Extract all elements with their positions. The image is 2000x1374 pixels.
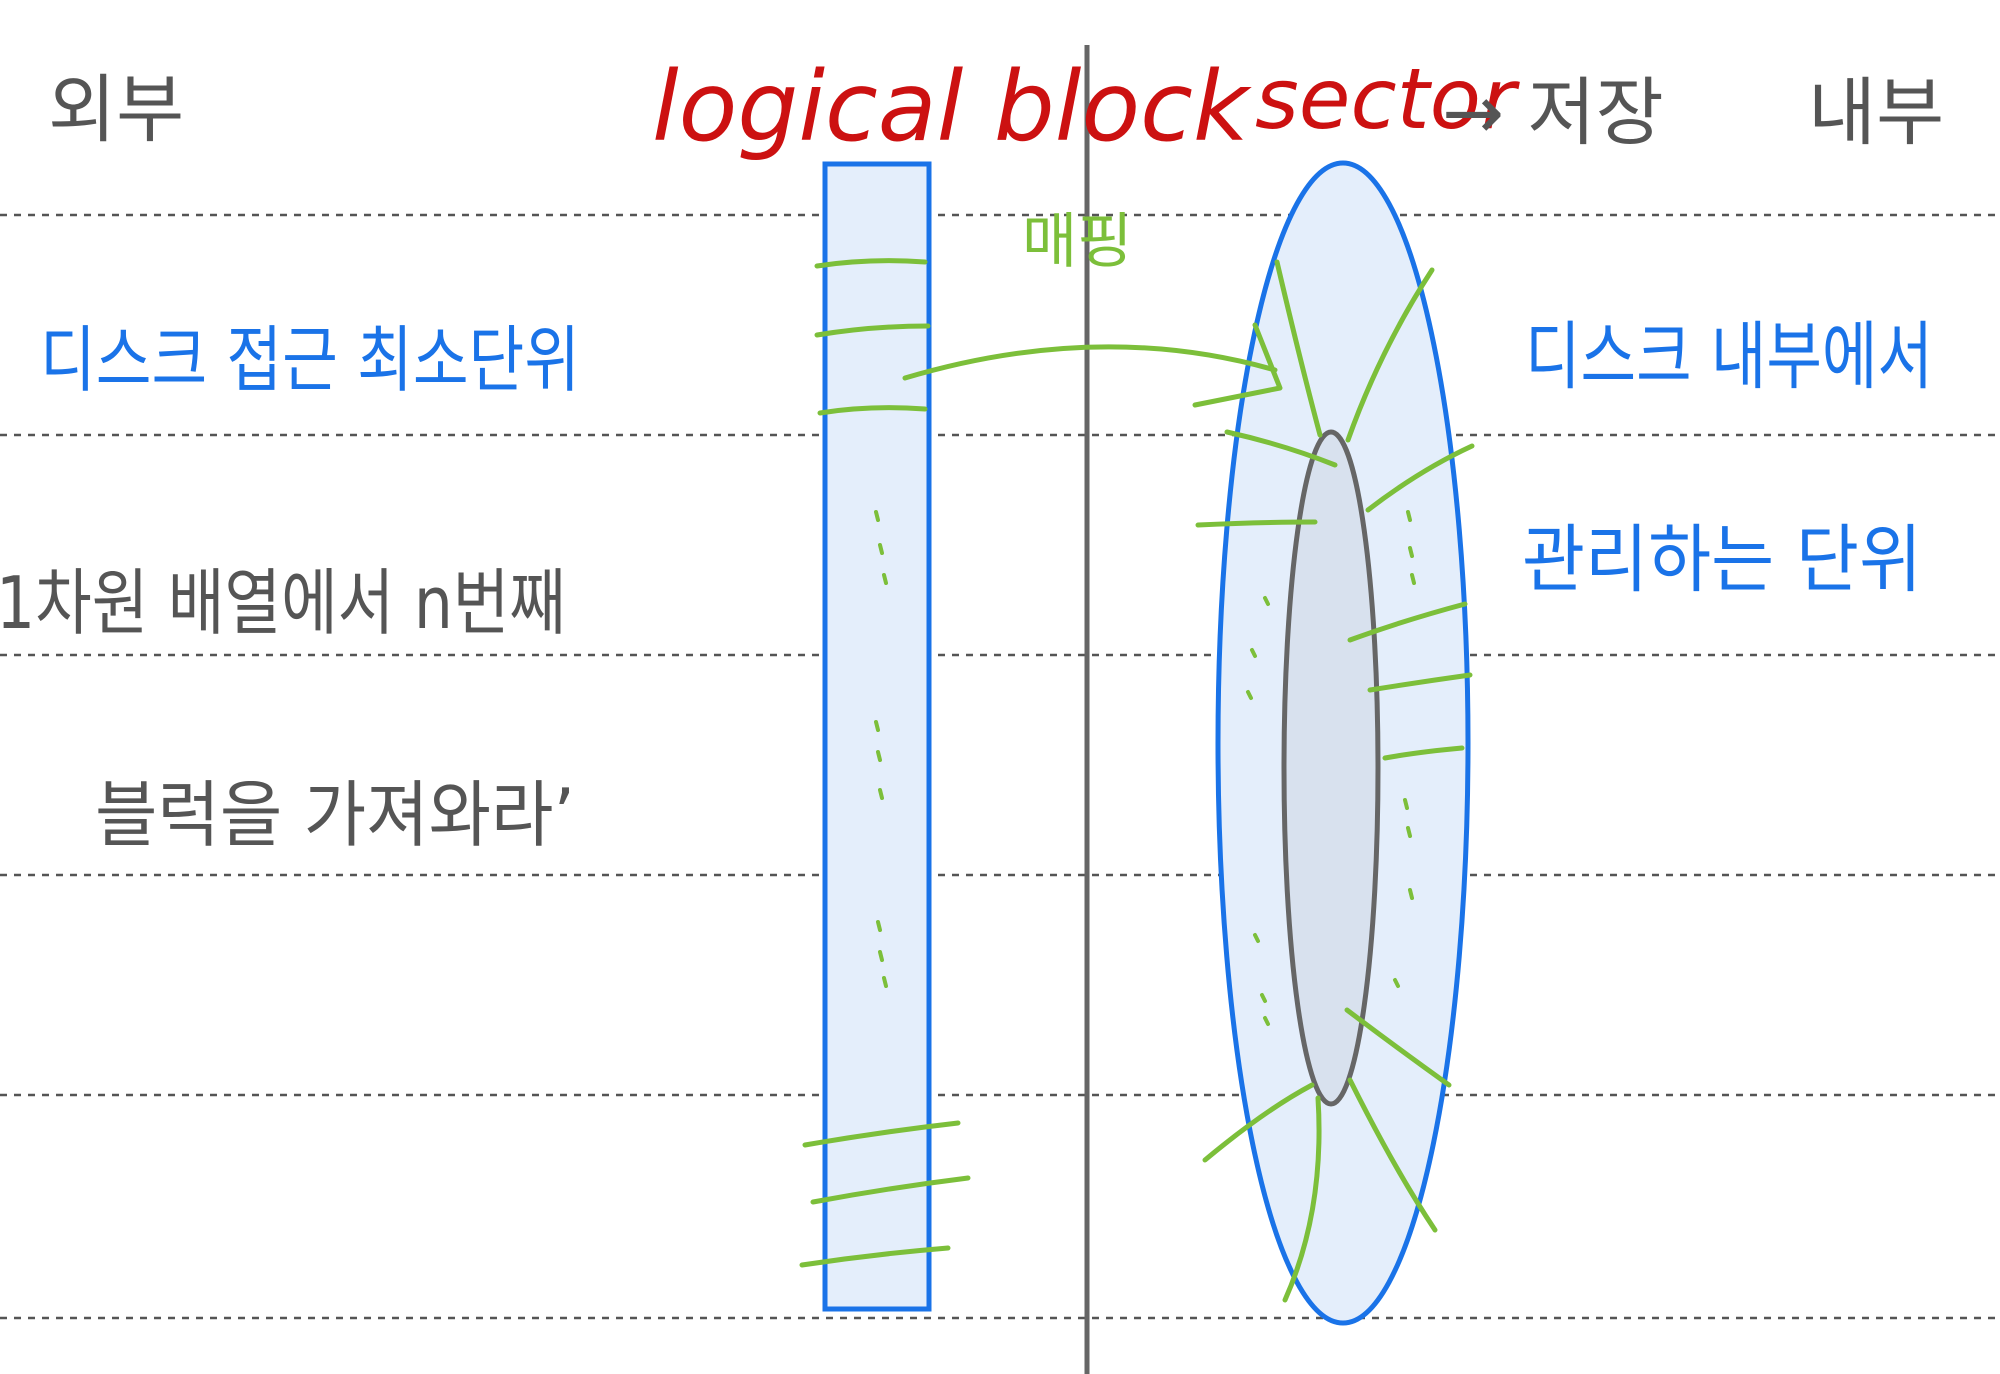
ruled-lines	[0, 213, 2000, 1320]
sector-inner-ellipse	[1281, 429, 1381, 1107]
label-gray-line1: 1차원 배열에서 n번째	[0, 561, 566, 645]
block-ellipsis	[874, 510, 888, 988]
sector-stroke	[1347, 1077, 1438, 1233]
sector-strokes	[1195, 259, 1475, 1303]
sector-stroke	[1224, 429, 1338, 468]
sector-stroke	[1274, 259, 1323, 438]
sector-stroke	[1382, 745, 1465, 761]
logical-block-bar	[822, 161, 932, 1312]
sector-stroke	[1367, 672, 1473, 693]
label-inside: 내부	[1808, 70, 1944, 156]
sector-stroke	[1365, 443, 1475, 513]
sector-stroke	[1195, 519, 1318, 528]
sector-ellipsis	[1246, 510, 1416, 1026]
sector-stroke	[1347, 601, 1468, 643]
block-stripe	[814, 258, 928, 269]
label-outside: 외부	[48, 67, 184, 153]
label-disk-internal-line2: 관리하는 단위	[1522, 517, 1922, 603]
label-mapping: 매핑	[1022, 207, 1132, 277]
arrow-head	[1192, 322, 1283, 408]
sector-stroke	[1345, 267, 1435, 443]
sector-stroke	[1344, 1007, 1452, 1088]
sector-stroke	[1282, 1095, 1322, 1303]
mapping-arrow	[902, 322, 1283, 408]
block-stripe	[814, 323, 931, 338]
sector-stroke	[1202, 1082, 1315, 1163]
block-stripe	[810, 1175, 971, 1205]
label-arrow-store: → 저장	[1442, 70, 1664, 156]
label-logical-block: logical block	[652, 51, 1252, 163]
logical-block-stripes	[799, 258, 971, 1268]
label-disk-internal-line1: 디스크 내부에서	[1525, 314, 1933, 400]
block-stripe	[802, 1120, 961, 1148]
label-gray-line2: 블럭을 가져와라’	[95, 773, 575, 857]
label-sector: sector	[1255, 50, 1520, 148]
block-stripe	[817, 405, 928, 416]
block-stripe	[799, 1245, 951, 1268]
label-disk-access-unit: 디스크 접근 최소단위	[40, 318, 580, 402]
